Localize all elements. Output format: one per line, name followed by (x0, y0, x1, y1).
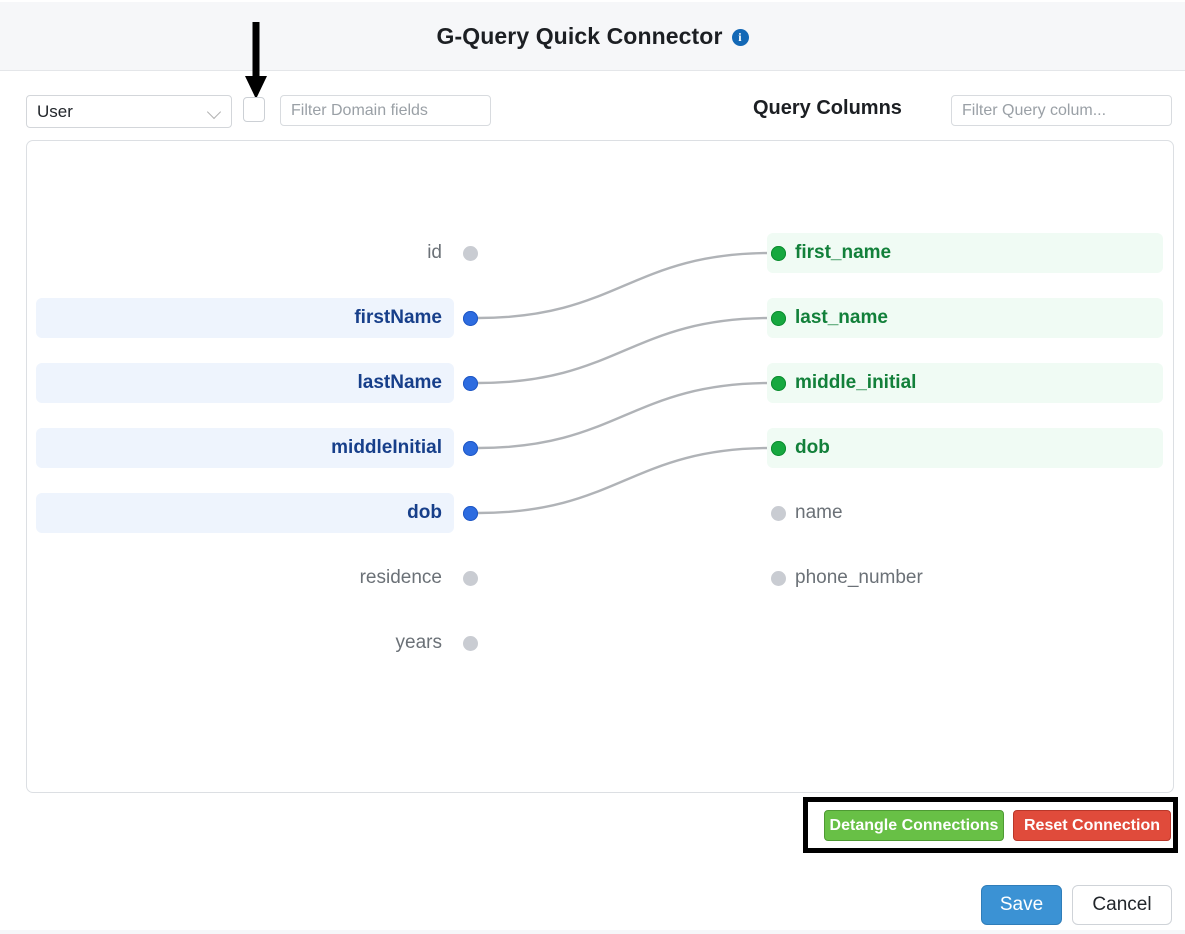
domain-field-row[interactable]: residence (36, 558, 454, 598)
select-all-checkbox[interactable] (243, 97, 265, 122)
query-filter-input[interactable]: Filter Query colum... (951, 95, 1172, 126)
dialog-header: G-Query Quick Connector i (0, 2, 1185, 71)
domain-field-label: middleInitial (331, 437, 442, 458)
domain-field-port-connected[interactable] (463, 376, 478, 391)
domain-field-row[interactable]: lastName (36, 363, 454, 403)
domain-field-row[interactable]: dob (36, 493, 454, 533)
page-title: G-Query Quick Connector i (436, 22, 749, 50)
domain-select-value: User (37, 101, 73, 121)
query-column-label: first_name (795, 242, 892, 263)
save-button[interactable]: Save (981, 885, 1062, 925)
chevron-down-icon (208, 105, 221, 118)
domain-field-row[interactable]: id (36, 233, 454, 273)
connection-link[interactable] (476, 251, 773, 320)
domain-field-label: years (395, 632, 442, 653)
domain-field-row[interactable]: middleInitial (36, 428, 454, 468)
query-filter-placeholder: Filter Query colum... (962, 101, 1107, 119)
info-icon[interactable]: i (731, 28, 749, 46)
domain-field-port[interactable] (463, 246, 478, 261)
query-column-port-connected[interactable] (771, 311, 786, 326)
reset-connection-button[interactable]: Reset Connection (1013, 810, 1171, 841)
query-column-label: dob (795, 437, 830, 458)
connection-link[interactable] (476, 381, 773, 450)
query-column-port-connected[interactable] (771, 376, 786, 391)
detangle-connections-button[interactable]: Detangle Connections (824, 810, 1004, 841)
window-top-edge (0, 0, 1185, 2)
control-bar: User Filter Domain fields Query Columns … (0, 95, 1185, 131)
query-column-label: phone_number (795, 567, 923, 588)
query-column-label: name (795, 502, 843, 523)
domain-field-row[interactable]: years (36, 623, 454, 663)
domain-field-port[interactable] (463, 636, 478, 651)
domain-field-label: firstName (354, 307, 442, 328)
query-column-port-connected[interactable] (771, 441, 786, 456)
query-column-label: middle_initial (795, 372, 917, 393)
query-column-label: last_name (795, 307, 888, 328)
cancel-button[interactable]: Cancel (1072, 885, 1172, 925)
domain-field-label: id (427, 242, 442, 263)
mapper-canvas[interactable]: id firstName lastName middleInitial dob resid… (26, 140, 1174, 793)
query-columns-label: Query Columns (753, 97, 902, 119)
connection-link[interactable] (476, 446, 773, 515)
domain-filter-placeholder: Filter Domain fields (291, 101, 428, 119)
query-column-port[interactable] (771, 571, 786, 586)
domain-field-port-connected[interactable] (463, 441, 478, 456)
query-column-port-connected[interactable] (771, 246, 786, 261)
domain-filter-input[interactable]: Filter Domain fields (280, 95, 491, 126)
connection-link[interactable] (476, 316, 773, 385)
query-column-row[interactable]: name (767, 493, 1163, 533)
query-column-row[interactable]: dob (767, 428, 1163, 468)
page-title-text: G-Query Quick Connector (436, 22, 723, 49)
query-column-row[interactable]: last_name (767, 298, 1163, 338)
domain-select[interactable]: User (26, 95, 232, 128)
domain-field-label: dob (407, 502, 442, 523)
domain-field-label: lastName (357, 372, 443, 393)
domain-field-port-connected[interactable] (463, 311, 478, 326)
query-column-port[interactable] (771, 506, 786, 521)
connection-links-layer (476, 251, 773, 515)
query-column-row[interactable]: middle_initial (767, 363, 1163, 403)
query-column-row[interactable]: phone_number (767, 558, 1163, 598)
window-bottom-edge (0, 930, 1185, 934)
domain-field-label: residence (359, 567, 442, 588)
domain-field-row[interactable]: firstName (36, 298, 454, 338)
domain-field-port-connected[interactable] (463, 506, 478, 521)
domain-field-port[interactable] (463, 571, 478, 586)
query-column-row[interactable]: first_name (767, 233, 1163, 273)
